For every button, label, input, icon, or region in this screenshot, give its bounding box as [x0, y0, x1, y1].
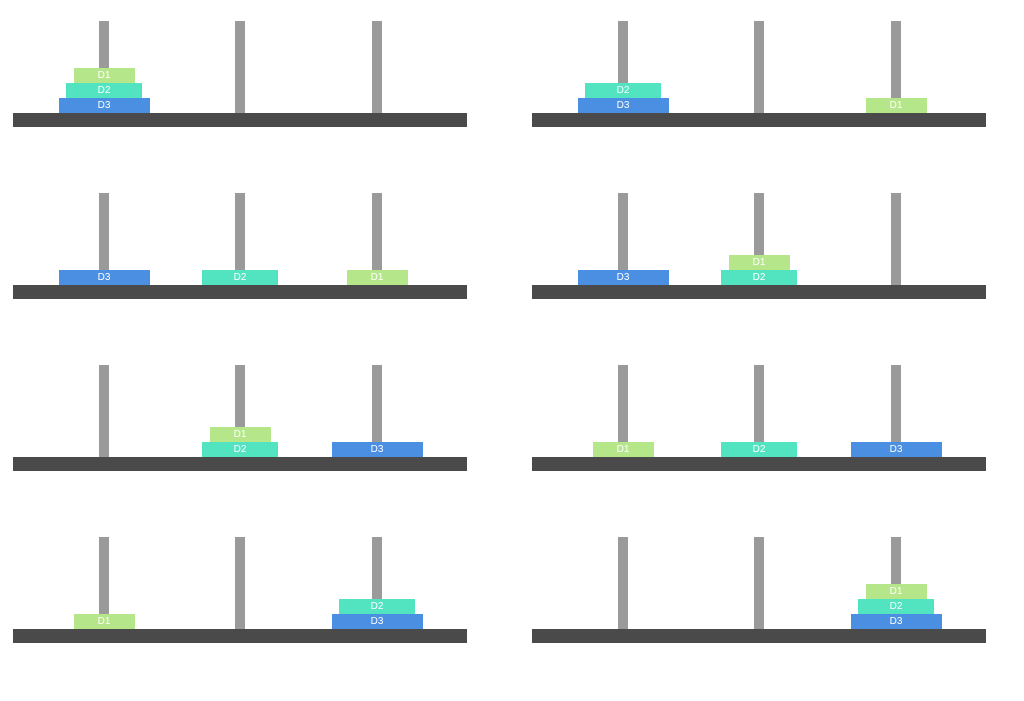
hanoi-state-6: D1 D2 D3 — [532, 365, 986, 473]
base-platform — [13, 285, 467, 299]
peg-2 — [754, 21, 764, 113]
disk-d3[interactable]: D3 — [58, 98, 150, 113]
disk-d2[interactable]: D2 — [721, 442, 797, 457]
disk-d3[interactable]: D3 — [577, 270, 669, 285]
peg-3 — [891, 193, 901, 285]
disk-d3[interactable]: D3 — [331, 614, 423, 629]
peg-1 — [618, 537, 628, 629]
peg-2 — [235, 193, 245, 285]
disk-d1[interactable]: D1 — [865, 584, 927, 599]
disk-d1[interactable]: D1 — [592, 442, 654, 457]
peg-1 — [618, 21, 628, 113]
disk-d2[interactable]: D2 — [202, 270, 278, 285]
peg-1 — [99, 21, 109, 113]
disk-d1[interactable]: D1 — [73, 68, 135, 83]
base-platform — [532, 629, 986, 643]
disk-d2[interactable]: D2 — [585, 83, 661, 98]
disk-d2[interactable]: D2 — [66, 83, 142, 98]
peg-1 — [99, 365, 109, 457]
peg-2 — [235, 365, 245, 457]
peg-2 — [235, 21, 245, 113]
base-platform — [532, 285, 986, 299]
disk-d3[interactable]: D3 — [577, 98, 669, 113]
disk-d2[interactable]: D2 — [858, 599, 934, 614]
peg-3 — [372, 21, 382, 113]
disk-d1[interactable]: D1 — [346, 270, 408, 285]
base-platform — [13, 113, 467, 127]
base-platform — [13, 629, 467, 643]
disk-d3[interactable]: D3 — [850, 442, 942, 457]
base-platform — [532, 113, 986, 127]
peg-2 — [754, 365, 764, 457]
disk-d1[interactable]: D1 — [73, 614, 135, 629]
peg-3 — [372, 365, 382, 457]
peg-1 — [99, 193, 109, 285]
peg-1 — [99, 537, 109, 629]
disk-d2[interactable]: D2 — [721, 270, 797, 285]
peg-3 — [372, 193, 382, 285]
peg-3 — [891, 21, 901, 113]
peg-1 — [618, 193, 628, 285]
peg-3 — [891, 365, 901, 457]
hanoi-state-3: D3 D2 D1 — [13, 193, 467, 301]
peg-1 — [618, 365, 628, 457]
peg-3 — [891, 537, 901, 629]
disk-d2[interactable]: D2 — [339, 599, 415, 614]
base-platform — [532, 457, 986, 471]
peg-3 — [372, 537, 382, 629]
disk-d1[interactable]: D1 — [728, 255, 790, 270]
disk-d1[interactable]: D1 — [865, 98, 927, 113]
peg-2 — [754, 537, 764, 629]
disk-d3[interactable]: D3 — [331, 442, 423, 457]
disk-d3[interactable]: D3 — [58, 270, 150, 285]
disk-d3[interactable]: D3 — [850, 614, 942, 629]
disk-d1[interactable]: D1 — [209, 427, 271, 442]
peg-2 — [754, 193, 764, 285]
peg-2 — [235, 537, 245, 629]
disk-d2[interactable]: D2 — [202, 442, 278, 457]
base-platform — [13, 457, 467, 471]
